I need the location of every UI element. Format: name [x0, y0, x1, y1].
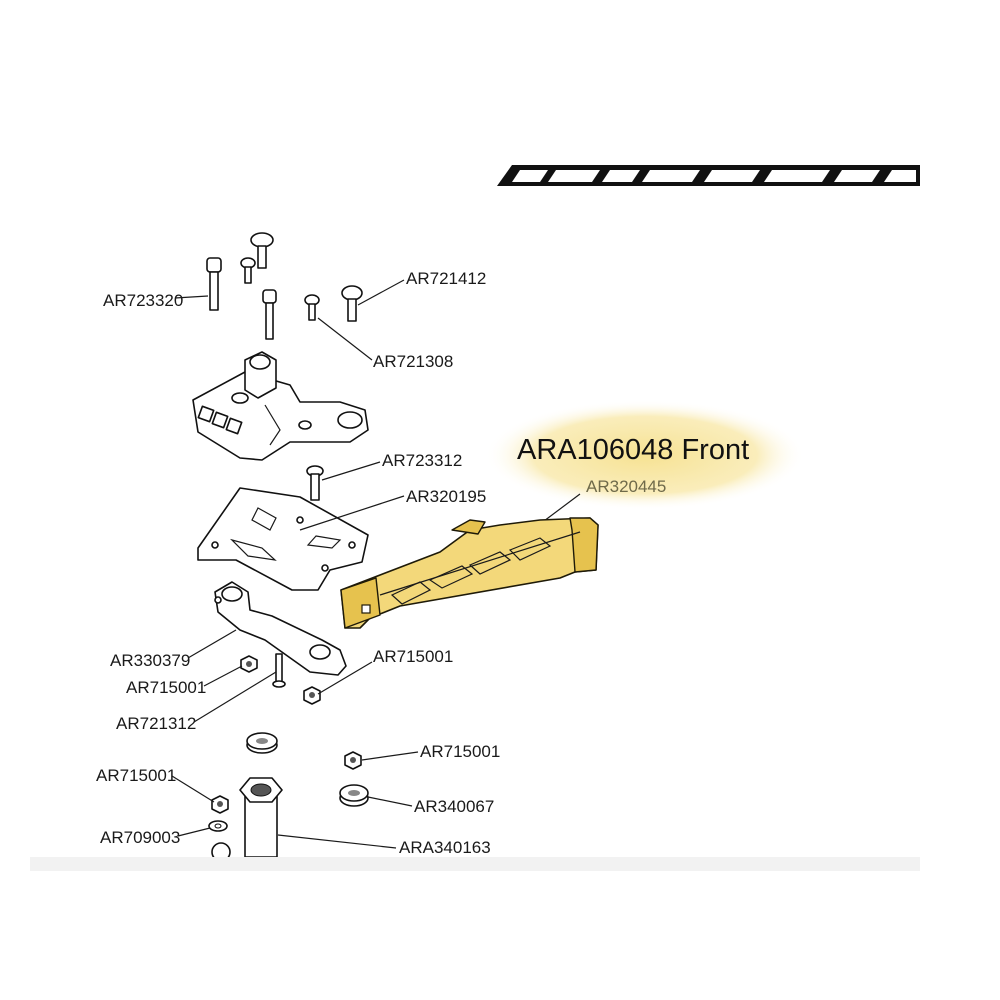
arm-ar330379 — [214, 581, 347, 676]
plate-ar320195 — [197, 487, 369, 591]
hex-post-ara340163 — [239, 777, 283, 858]
screw-ar723320 — [206, 257, 222, 311]
bushing-top — [246, 732, 278, 754]
screw-ar721412 — [341, 285, 363, 322]
diagram-title: ARA106048 Front — [517, 434, 749, 466]
title-highlight — [485, 400, 805, 510]
brand-logo — [497, 165, 920, 186]
label-ar723312: AR723312 — [382, 451, 462, 470]
leader-lines — [171, 279, 419, 849]
screw-ar723312 — [306, 465, 324, 501]
screw-ar721308-long — [262, 289, 277, 340]
label-ar721308: AR721308 — [373, 352, 453, 371]
screw-small-2 — [240, 257, 256, 284]
brace-ar320445[interactable] — [340, 517, 599, 629]
label-ar330379: AR330379 — [110, 651, 190, 670]
washer-ar709003 — [208, 820, 228, 832]
nut-ar715001-d — [211, 795, 229, 814]
label-ar721412: AR721412 — [406, 269, 486, 288]
label-ar715001-a: AR715001 — [126, 678, 206, 697]
nut-ar715001-b — [303, 686, 321, 705]
pin-ar721312 — [272, 653, 286, 688]
highlight-part-number: AR320445 — [586, 477, 666, 496]
label-ar320195: AR320195 — [406, 487, 486, 506]
label-ar715001-c: AR715001 — [420, 742, 500, 761]
footer-band — [30, 857, 920, 871]
label-ar709003: AR709003 — [100, 828, 180, 847]
label-ar715001-d: AR715001 — [96, 766, 176, 785]
label-ar721312: AR721312 — [116, 714, 196, 733]
nut-ar715001-a — [240, 655, 258, 673]
label-ara340163: ARA340163 — [399, 838, 491, 857]
nut-ar715001-c — [344, 751, 362, 770]
front-bulkhead — [192, 351, 369, 461]
label-ar715001-b: AR715001 — [373, 647, 453, 666]
label-ar723320: AR723320 — [103, 291, 183, 310]
screw-ar721308 — [304, 294, 320, 321]
bearing-ar340067 — [339, 784, 369, 807]
screw-small-1 — [250, 232, 274, 269]
label-ar340067: AR340067 — [414, 797, 494, 816]
